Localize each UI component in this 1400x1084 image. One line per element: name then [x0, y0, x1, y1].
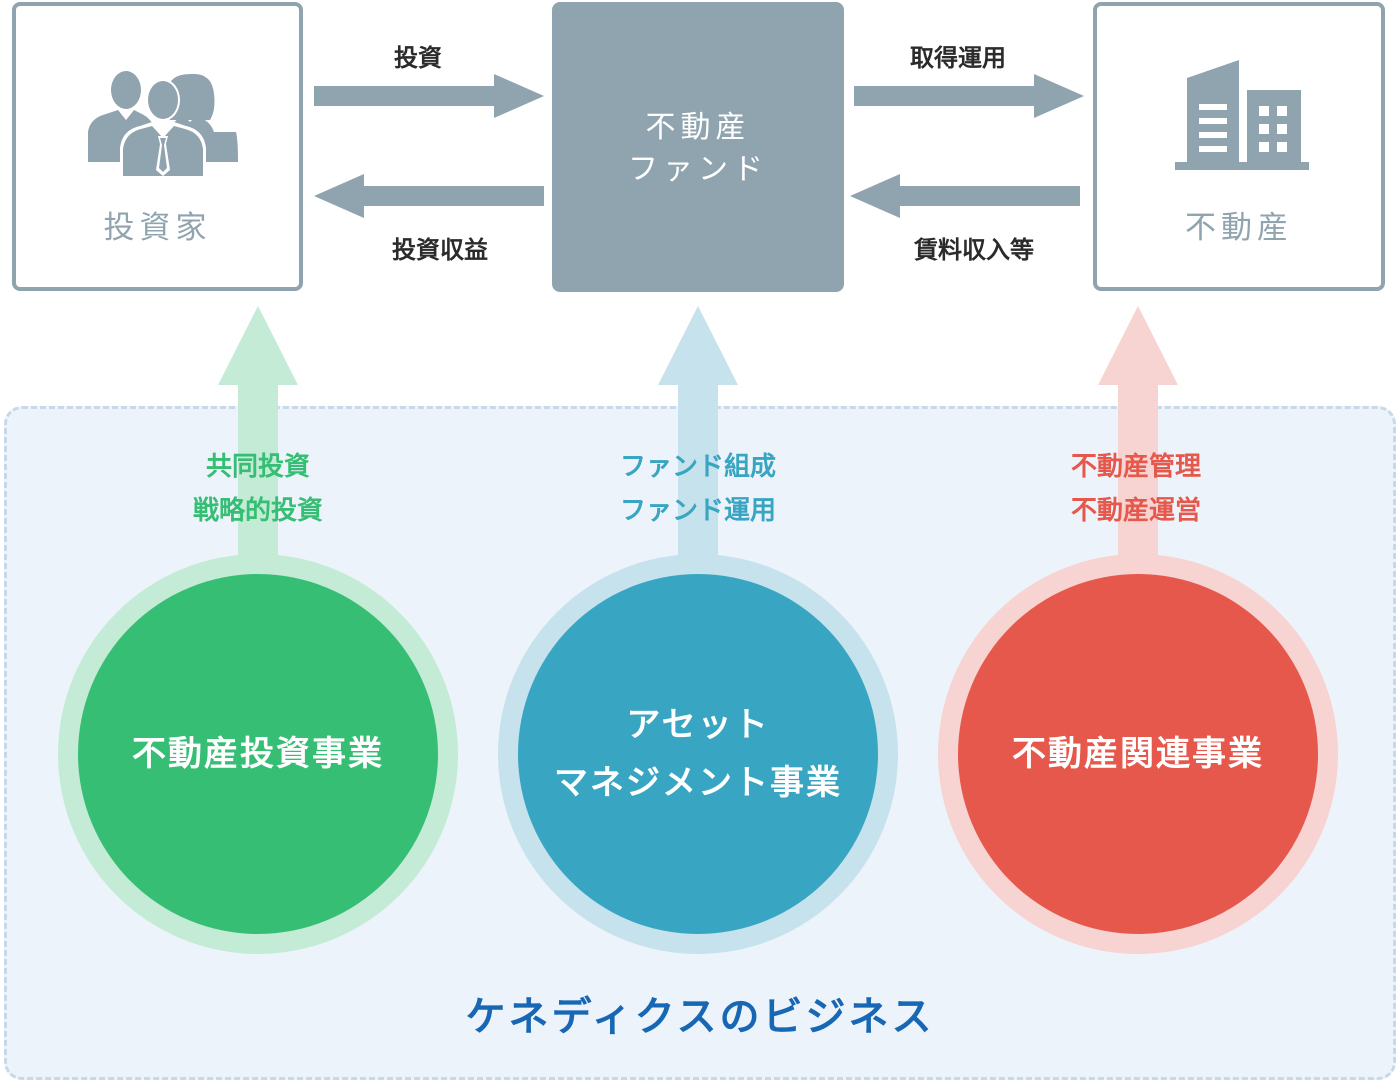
arrow-invest-return	[314, 174, 544, 218]
business-title: ケネディクスのビジネス	[465, 994, 935, 1040]
investor-label: 投資家	[103, 210, 212, 246]
activity-strategic-investment: 戦略的投資	[192, 496, 323, 526]
invest-return-label: 投資収益	[392, 236, 488, 264]
fund-label-line2: ファンド	[628, 152, 768, 187]
asset-mgmt-business-ring: アセット マネジメント事業	[498, 554, 898, 954]
activity-property-management: 不動産管理	[1070, 452, 1201, 482]
related-activities: 不動産管理 不動産運営	[1036, 445, 1236, 533]
related-business-label: 不動産関連事業	[1012, 734, 1264, 774]
related-business-circle: 不動産関連事業	[958, 574, 1318, 934]
investment-activities: 共同投資 戦略的投資	[158, 445, 358, 533]
investment-business-circle: 不動産投資事業	[78, 574, 438, 934]
activity-co-investment: 共同投資	[205, 452, 310, 482]
invest-label: 投資	[394, 44, 442, 72]
fund-box: 不動産 ファンド	[552, 2, 844, 292]
investment-business-ring: 不動産投資事業	[58, 554, 458, 954]
arrow-invest	[314, 74, 544, 118]
arrow-acquire	[854, 74, 1084, 118]
asset-mgmt-business-circle: アセット マネジメント事業	[518, 574, 878, 934]
rent-income-label: 賃料収入等	[914, 236, 1034, 264]
flow-arrows	[314, 74, 1084, 218]
asset-mgmt-activities: ファンド組成 ファンド運用	[588, 445, 808, 533]
property-label: 不動産	[1185, 210, 1293, 246]
people-icon	[88, 71, 238, 178]
investor-box: 投資家	[12, 2, 303, 291]
activity-fund-operation: ファンド運用	[619, 496, 776, 526]
acquire-operate-label: 取得運用	[910, 44, 1006, 72]
activity-property-operation: 不動産運営	[1070, 496, 1201, 526]
activity-fund-formation: ファンド組成	[619, 452, 776, 482]
asset-mgmt-label-line2: マネジメント事業	[554, 763, 842, 803]
arrow-rent	[850, 174, 1080, 218]
property-box: 不動産	[1093, 2, 1385, 291]
asset-mgmt-label-line1: アセット	[626, 705, 770, 745]
investment-business-label: 不動産投資事業	[132, 734, 384, 774]
fund-label-line1: 不動産	[645, 110, 751, 145]
arrow-up-related	[1098, 306, 1178, 560]
building-icon	[1175, 60, 1309, 170]
related-business-ring: 不動産関連事業	[938, 554, 1338, 954]
arrow-up-asset-mgmt	[658, 306, 738, 560]
arrow-up-investment	[218, 306, 298, 560]
